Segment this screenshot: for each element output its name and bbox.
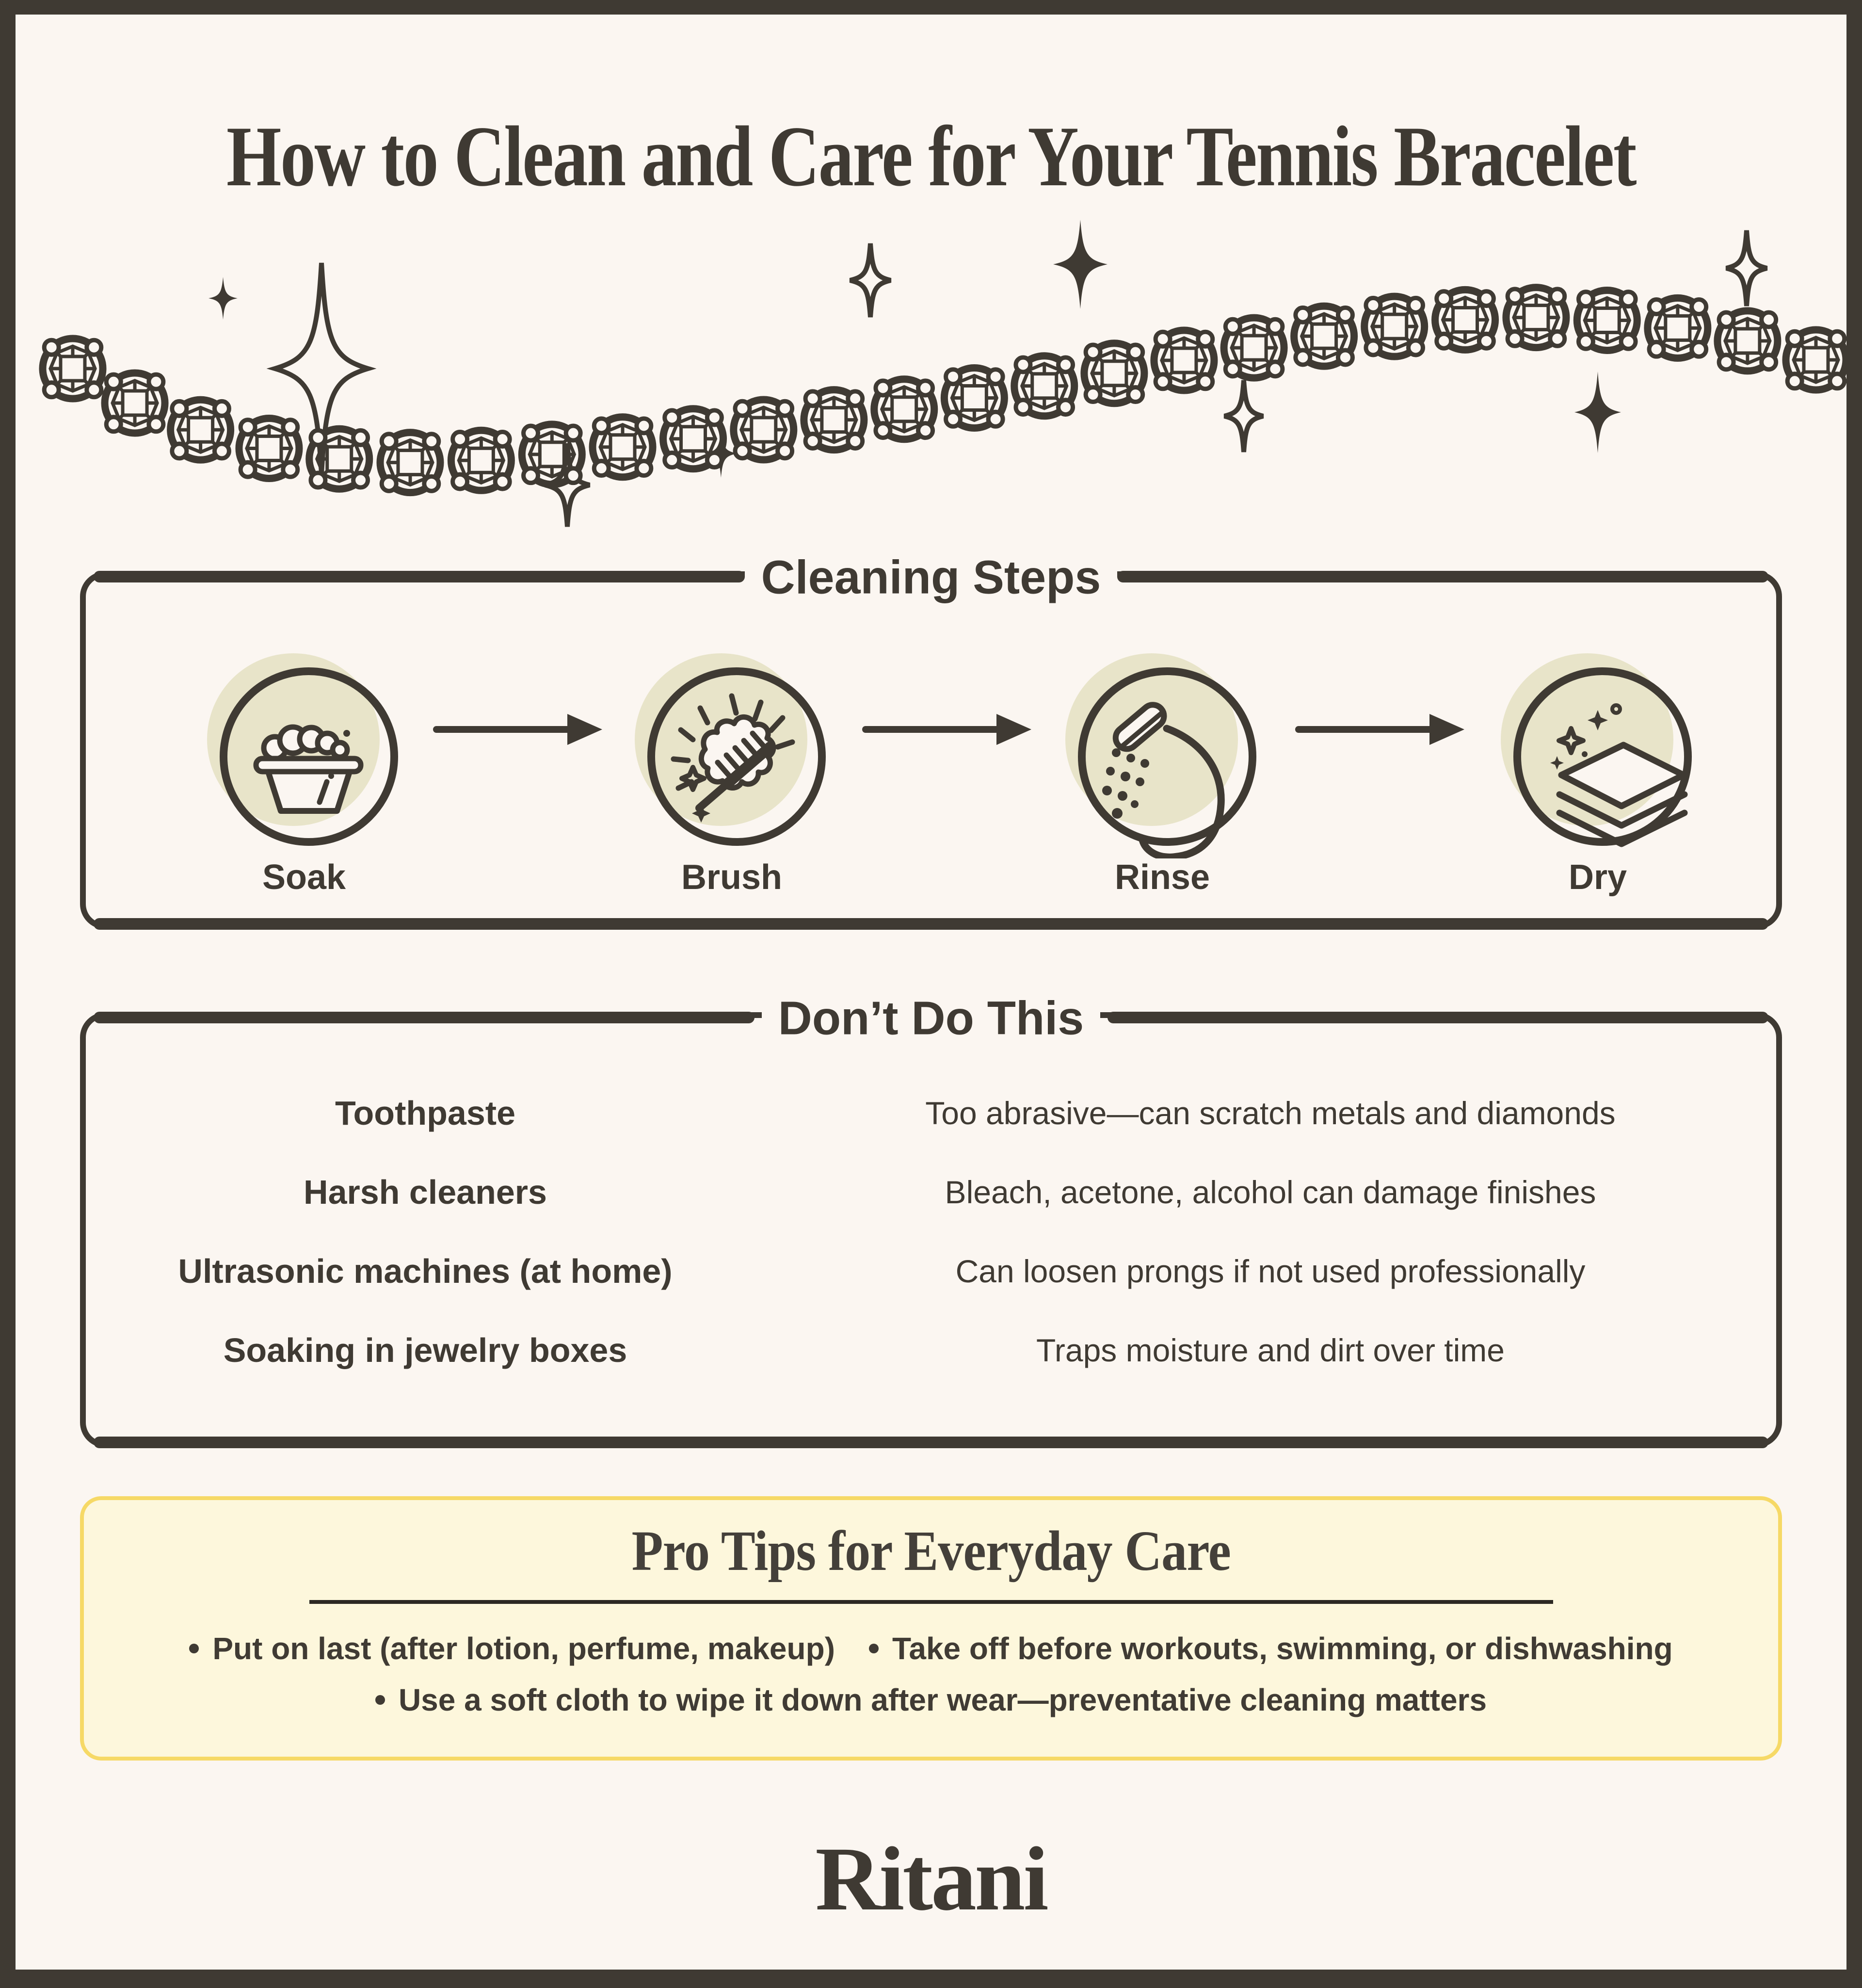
diamond-icon (1080, 339, 1148, 407)
diamond-icon (1290, 302, 1358, 370)
dont-row: Harsh cleaners Bleach, acetone, alcohol … (86, 1163, 1776, 1221)
diamond-icon (870, 375, 938, 443)
pro-tips-section: Pro Tips for Everyday Care Put on last (… (80, 1496, 1782, 1761)
diamond-icon (376, 429, 444, 497)
diamond-icon (940, 364, 1008, 432)
toothbrush-sparkle-icon (635, 653, 826, 846)
divider (94, 1437, 1768, 1448)
arrow-right-icon (862, 714, 1031, 745)
diamond-icon (1011, 352, 1078, 420)
dont-reason: Too abrasive—can scratch metals and diam… (925, 1095, 1616, 1131)
tip-line: Use a soft cloth to wipe it down after w… (84, 1681, 1778, 1719)
diamond-icon (730, 396, 798, 464)
diamond-icon (518, 420, 586, 488)
step-label-soak: Soak (262, 858, 346, 897)
diamond-icon (305, 425, 373, 493)
diamond-icon (1782, 326, 1850, 394)
dont-item: Harsh cleaners (304, 1173, 547, 1211)
sparkle-icon (1574, 372, 1621, 453)
folded-cloth-icon (1501, 653, 1692, 847)
pro-tips-heading: Pro Tips for Everyday Care (631, 1519, 1231, 1583)
step-label-dry: Dry (1568, 858, 1627, 897)
bullet-icon (189, 1643, 199, 1653)
diamond-icon (39, 335, 107, 403)
divider (1117, 571, 1768, 582)
tip-item: Use a soft cloth to wipe it down after w… (375, 1681, 1487, 1719)
cleaning-steps-section: Cleaning Steps (80, 550, 1782, 930)
diamond-icon (589, 413, 657, 481)
sparkle-icon (1053, 220, 1108, 309)
dont-reason: Can loosen prongs if not used profession… (955, 1253, 1586, 1289)
tennis-bracelet-illustration (39, 220, 1850, 527)
tip-item: Put on last (after lotion, perfume, make… (189, 1629, 835, 1668)
dont-reason: Bleach, acetone, alcohol can damage fini… (945, 1174, 1596, 1210)
diamond-icon (101, 369, 169, 437)
sparkle-icon (209, 277, 238, 320)
diamond-icon (167, 396, 235, 464)
diamond-icon (235, 414, 303, 482)
tip-line: Put on last (after lotion, perfume, make… (84, 1629, 1778, 1668)
dont-row: Toothpaste Too abrasive—can scratch meta… (86, 1084, 1776, 1142)
divider (309, 1600, 1553, 1604)
step-label-rinse: Rinse (1114, 858, 1210, 897)
sparkle-icon (1725, 230, 1768, 307)
soak-basin-icon (207, 653, 398, 846)
diamond-icon (1573, 286, 1641, 354)
divider (94, 571, 745, 582)
bullet-icon (375, 1695, 385, 1705)
shower-head-icon (1065, 653, 1256, 858)
dont-do-this-heading: Don’t Do This (86, 988, 1776, 1047)
page-title: How to Clean and Care for Your Tennis Br… (226, 108, 1637, 204)
diamond-icon (1714, 307, 1782, 375)
tip-item: Take off before workouts, swimming, or d… (869, 1629, 1673, 1668)
dont-row: Soaking in jewelry boxes Traps moisture … (86, 1321, 1776, 1379)
dont-item: Ultrasonic machines (at home) (178, 1252, 673, 1290)
dont-reason: Traps moisture and dirt over time (1036, 1332, 1505, 1368)
step-label-brush: Brush (681, 858, 783, 897)
sparkle-icon (849, 243, 892, 318)
divider (94, 1012, 754, 1023)
cleaning-steps-heading: Cleaning Steps (86, 548, 1776, 606)
diamond-icon (1644, 294, 1712, 362)
diamond-icon (1361, 292, 1429, 360)
arrow-right-icon (433, 714, 602, 745)
divider (1108, 1012, 1768, 1023)
diamond-icon (447, 426, 515, 494)
dont-item: Soaking in jewelry boxes (223, 1331, 627, 1369)
brand-logo: Ritani (815, 1828, 1048, 1929)
dont-row: Ultrasonic machines (at home) Can loosen… (86, 1242, 1776, 1300)
diamond-icon (659, 405, 727, 473)
dont-item: Toothpaste (335, 1094, 515, 1132)
diamond-icon (1502, 284, 1570, 352)
arrow-right-icon (1295, 714, 1464, 745)
bullet-icon (869, 1643, 879, 1653)
divider (94, 918, 1768, 930)
diamond-icon (1220, 314, 1288, 382)
diamond-icon (1150, 326, 1218, 394)
sparkle-icon (1223, 380, 1264, 453)
diamond-icon (1431, 286, 1499, 354)
diamond-icon (800, 386, 868, 454)
dont-do-this-section: Don’t Do This Toothpaste Too abrasive—ca… (80, 991, 1782, 1448)
